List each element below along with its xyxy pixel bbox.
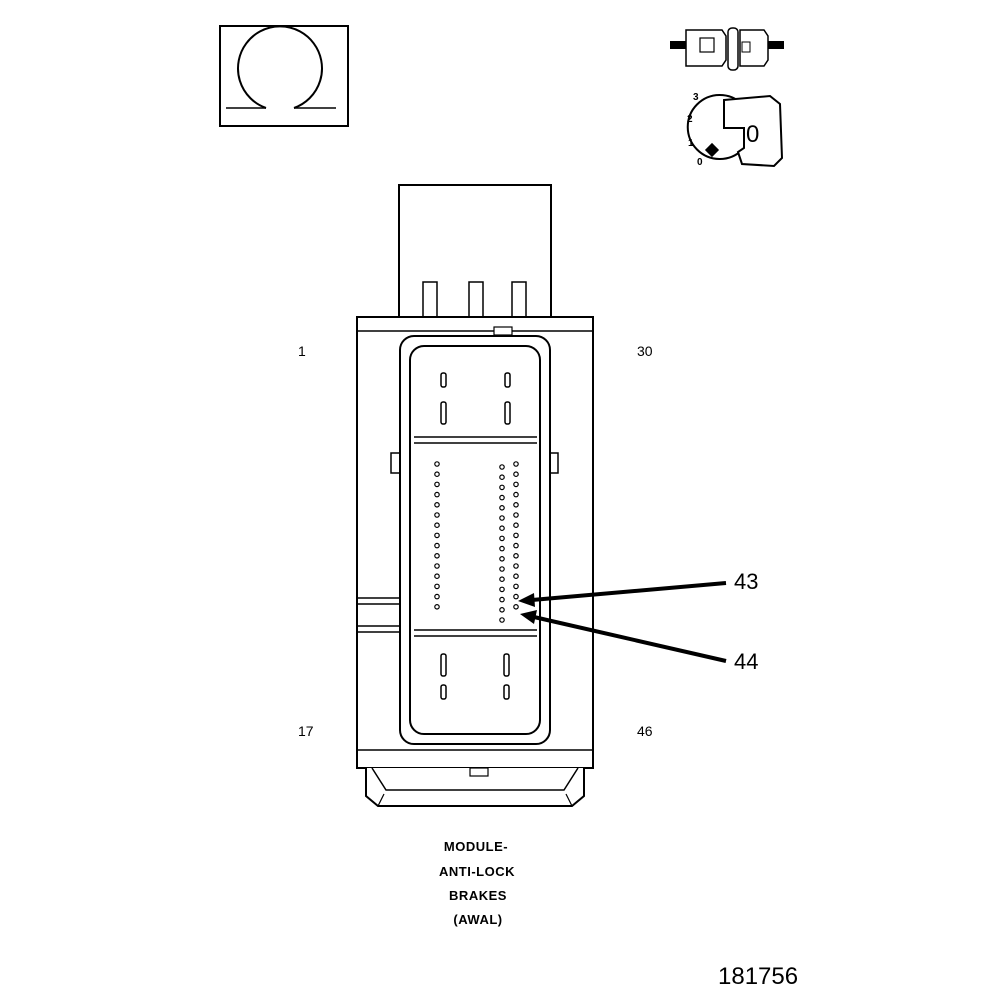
key-position-3: 3 (693, 92, 699, 103)
terminal-cavity (434, 512, 440, 518)
terminal-cavity (434, 491, 440, 498)
terminal-cavity (513, 542, 519, 549)
terminal-cavity (499, 515, 505, 521)
terminal-cavity (513, 603, 519, 610)
terminal-cavity (513, 563, 519, 569)
terminal-cavity (499, 576, 505, 583)
ohm-icon (219, 25, 349, 127)
key-position-2: 2 (687, 114, 693, 125)
connector-latch-housing (398, 184, 552, 319)
terminal-cavity (499, 474, 505, 481)
terminal-cavity (434, 471, 440, 478)
key-position-0: 0 (697, 157, 703, 168)
terminal-cavity (513, 471, 519, 478)
terminal-cavity (513, 491, 519, 498)
pin-label-46: 46 (637, 723, 653, 739)
terminal-cavity (434, 501, 440, 508)
ignition-key-icon (686, 94, 784, 168)
terminal-cavity (513, 552, 519, 559)
pin-label-30: 30 (637, 343, 653, 359)
terminal-cavity (499, 596, 505, 603)
terminal-cavity (499, 545, 505, 552)
terminal-cavity (499, 586, 505, 593)
key-label: 0 (746, 121, 760, 148)
terminal-cavity (434, 603, 440, 610)
terminal-cavity (513, 573, 519, 580)
callout-arrow-43 (518, 581, 727, 607)
terminal-cavity (499, 606, 505, 613)
terminal-cavity (513, 481, 519, 488)
disconnected-connector-icon (670, 27, 784, 71)
terminal-cavity (434, 552, 440, 559)
terminal-cavity (434, 461, 440, 467)
terminal-cavity (499, 494, 505, 501)
terminal-cavity (434, 573, 440, 580)
terminal-cavity (434, 522, 440, 529)
terminal-cavity (434, 481, 440, 488)
connector-body (356, 316, 594, 769)
terminal-cavity (434, 583, 440, 590)
key-position-1: 1 (688, 138, 694, 149)
connector-bottom-lock (365, 767, 585, 807)
terminal-cavity (499, 535, 505, 542)
caption-line-2: ANTI-LOCK (439, 864, 515, 879)
terminal-cavity (499, 566, 505, 572)
pin-label-17: 17 (298, 723, 314, 739)
terminal-cavity (513, 583, 519, 590)
terminal-cavity (434, 542, 440, 549)
figure-number: 181756 (718, 963, 799, 990)
terminal-cavity (434, 593, 440, 600)
terminal-cavity (513, 461, 519, 467)
terminal-cavity (499, 464, 505, 470)
terminal-cavity (434, 563, 440, 569)
terminal-cavity (513, 501, 519, 508)
caption-line-3: BRAKES (449, 888, 507, 903)
terminal-cavity (513, 532, 519, 539)
pin-label-1: 1 (298, 343, 306, 359)
terminal-cavity (513, 593, 519, 600)
callout-arrow-44 (520, 610, 727, 663)
terminal-cavity (499, 504, 505, 511)
terminal-cavity (513, 522, 519, 529)
terminal-cavity (499, 484, 505, 491)
terminal-cavities (434, 461, 519, 623)
terminal-cavity (499, 555, 505, 562)
terminal-cavity (434, 532, 440, 539)
callout-44: 44 (734, 649, 759, 674)
terminal-cavity (513, 512, 519, 518)
terminal-cavity (499, 617, 505, 623)
caption-line-1: MODULE- (443, 839, 509, 854)
caption-line-4: (AWAL) (453, 912, 503, 927)
terminal-cavity (499, 525, 505, 532)
callout-43: 43 (734, 569, 759, 594)
